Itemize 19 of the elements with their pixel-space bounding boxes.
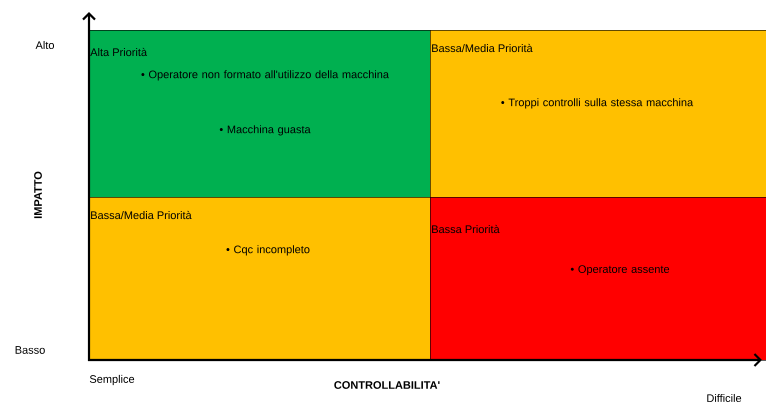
axis-title: CONTROLLABILITA': [334, 381, 440, 389]
bullet-item: • Troppi controlli sulla stessa macchina: [501, 98, 694, 108]
bullet-item: • Operatore assente: [570, 265, 670, 276]
quadrant-box: [430, 30, 766, 198]
bullet-item: • Macchina guasta: [220, 125, 311, 136]
axis-end-label: Basso: [16, 346, 45, 354]
axis-title: IMPATTO: [34, 172, 42, 218]
quadrant-box: [89, 197, 431, 361]
bullet-item: • Operatore non formato all'utilizzo della macchina: [141, 70, 389, 80]
axis-end-label: Semplice: [90, 374, 134, 386]
axis-end-label: Difficile: [707, 394, 742, 402]
priority-heading: Alta Priorità: [90, 48, 148, 56]
quadrant-box: [430, 197, 766, 361]
quadrant-box: [89, 30, 431, 198]
axis-end-label: Alto: [36, 40, 54, 50]
bullet-item: • Cqc incompleto: [226, 245, 310, 256]
priority-heading: Bassa/Media Priorità: [432, 44, 533, 52]
priority-heading: Bassa/Media Priorità: [91, 210, 192, 220]
priority-heading: Bassa Priorità: [432, 224, 500, 234]
